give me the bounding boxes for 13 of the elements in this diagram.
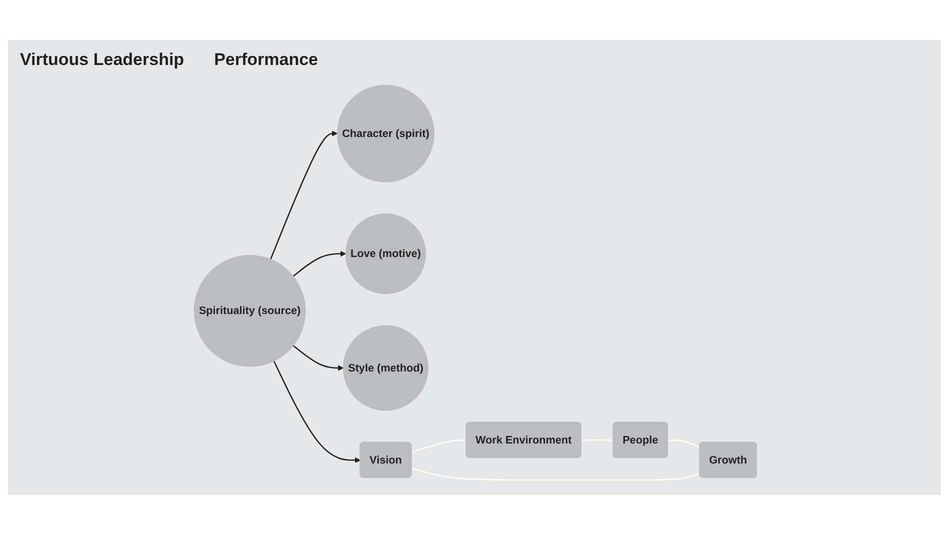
node-circle: Love (motive) [345, 213, 426, 294]
connector [411, 440, 466, 453]
connector [668, 440, 700, 448]
arrow [272, 360, 360, 463]
arrow [270, 130, 338, 260]
node-circle: Style (method) [342, 325, 428, 411]
arrow [292, 345, 344, 371]
connector [411, 468, 700, 481]
node-circle: Character (spirit) [336, 84, 434, 182]
note-text: Performance [214, 50, 318, 70]
node-circle: Spirituality (source) [194, 254, 306, 367]
note-text: Virtuous Leadership [20, 50, 184, 70]
arrow [292, 250, 346, 277]
